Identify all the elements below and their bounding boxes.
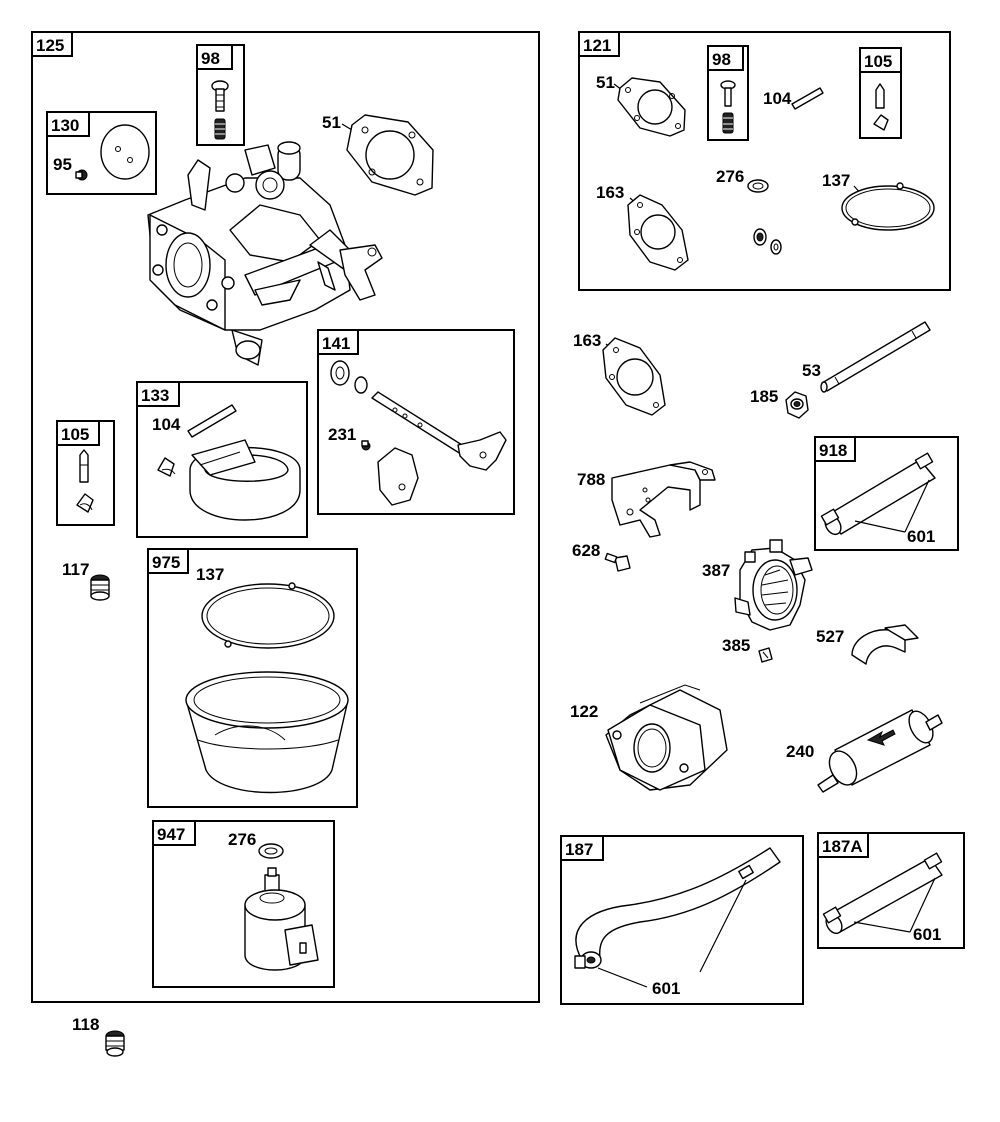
float-bowl-icon: [185, 671, 349, 794]
spring-icon: [214, 118, 226, 140]
part-137-right-label: 137: [822, 171, 850, 190]
kit-98-left-label: 98: [201, 49, 220, 68]
inlet-needle-right-icon: [873, 83, 889, 131]
inlet-needle-icon: [79, 449, 89, 483]
jet-118-icon: [105, 1030, 125, 1057]
part-385-label: 385: [722, 636, 750, 655]
part-51-left-label: 51: [322, 113, 341, 132]
kit-975-label: 975: [152, 553, 180, 572]
needle-clip-icon: [76, 493, 94, 513]
kit-918: 918 601: [814, 436, 959, 551]
part-240-label: 240: [786, 742, 814, 761]
screw-231-icon: [361, 440, 371, 451]
kit-133-label: 133: [141, 386, 169, 405]
part-53-label: 53: [802, 361, 821, 380]
gasket-163-standalone-icon: [602, 337, 666, 416]
kit-187-label: 187: [565, 840, 593, 859]
kit-975: 975 137: [147, 548, 358, 808]
screw-628-icon: [604, 552, 631, 572]
kit-98-right-label: 98: [712, 50, 731, 69]
part-276-right-label: 276: [716, 167, 744, 186]
gasket-163-icon: [627, 194, 689, 271]
part-118-label: 118: [72, 1015, 99, 1034]
kit-105-left-label: 105: [61, 425, 89, 444]
fuel-line-918-icon: [820, 452, 936, 536]
part-163-top-label: 163: [596, 183, 624, 202]
part-117-label: 117: [62, 560, 89, 579]
kit-121-label: 121: [583, 36, 611, 55]
fuel-solenoid-icon: [244, 867, 319, 971]
bracket-788-icon: [611, 461, 716, 538]
fuel-line-187a-icon: [822, 852, 943, 935]
kit-133: 133 104: [136, 381, 308, 538]
kit-187a-label: 187A: [822, 837, 863, 856]
small-screw-icon: [75, 169, 88, 181]
gasket-51-icon: [617, 77, 686, 137]
kit-105-left: 105: [56, 420, 115, 526]
part-104-left-label: 104: [152, 415, 181, 434]
float-pin-icon: [187, 404, 237, 438]
idle-screw-icon: [211, 80, 229, 112]
clip-527-icon: [851, 624, 919, 665]
part-122-label: 122: [570, 702, 598, 721]
kit-105-right-label: 105: [864, 52, 892, 71]
part-788-label: 788: [577, 470, 605, 489]
kit-141-label: 141: [322, 334, 350, 353]
part-628-label: 628: [572, 541, 600, 560]
kit-121: 121 51 98 104 105: [578, 31, 951, 291]
clip-icon: [157, 457, 176, 477]
fuel-pump-icon: [734, 539, 813, 631]
washer-276-icon: [258, 843, 284, 859]
throttle-lever-icon: [377, 447, 419, 506]
kit-918-label: 918: [819, 441, 847, 460]
screw-385-icon: [758, 647, 773, 663]
stud-53-icon: [820, 321, 931, 393]
carburetor-body-icon: [147, 141, 383, 366]
main-jet-icon: [90, 574, 110, 601]
kit-187a: 187A 601: [817, 832, 965, 949]
washer-276-right-icon: [747, 179, 782, 255]
throttle-plate-icon: [100, 124, 150, 180]
part-185-label: 185: [750, 387, 778, 406]
spacer-122-icon: [605, 684, 728, 791]
part-104-right-label: 104: [763, 89, 792, 108]
float-icon: [189, 439, 301, 521]
kit-947: 947 276: [152, 820, 335, 988]
kit-98-left: 98: [196, 44, 245, 146]
part-231-label: 231: [328, 425, 356, 444]
part-51-right-label: 51: [596, 73, 615, 92]
part-601-187a-label: 601: [913, 925, 941, 944]
part-527-label: 527: [816, 627, 844, 646]
part-137-left-label: 137: [196, 565, 224, 584]
part-601-918-label: 601: [907, 527, 935, 546]
fuel-hose-187-icon: [574, 847, 781, 969]
fuel-filter-icon: [817, 709, 943, 793]
part-276-left-label: 276: [228, 830, 256, 849]
part-163-label: 163: [573, 331, 601, 350]
pin-104-icon: [791, 87, 824, 110]
gasket-137-icon: [841, 182, 935, 231]
kit-130: 130 95: [46, 111, 157, 195]
gasket-icon: [346, 114, 434, 196]
kit-141: 141 231: [317, 329, 515, 515]
nut-185-icon: [785, 391, 809, 419]
part-601-187-label: 601: [652, 979, 680, 998]
part-95-label: 95: [53, 155, 72, 174]
part-387-label: 387: [702, 561, 730, 580]
kit-130-label: 130: [51, 116, 79, 135]
kit-125-label: 125: [36, 36, 64, 55]
kit-125-box: 125: [31, 31, 540, 1003]
bowl-gasket-icon: [201, 582, 335, 649]
kit-187: 187 601: [560, 835, 804, 1005]
seal-icon: [330, 360, 368, 394]
kit-947-label: 947: [157, 825, 185, 844]
throttle-shaft-icon: [371, 391, 507, 471]
idle-screw-right-icon: [720, 80, 736, 134]
